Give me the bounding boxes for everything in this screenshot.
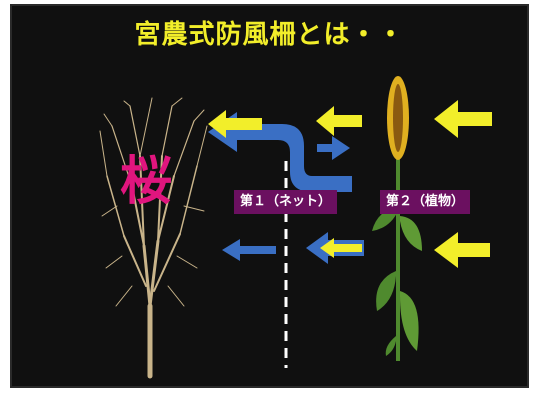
yellow-arrow-top-middle	[316, 106, 362, 136]
sakura-tree	[99, 97, 208, 379]
diagram-canvas	[99, 76, 492, 379]
yellow-arrow-bottom-right	[434, 232, 490, 268]
yellow-arrow-top-right	[434, 100, 492, 138]
plant-label: 第２（植物）	[380, 190, 471, 214]
net-label: 第１（ネット）	[234, 190, 338, 214]
sunflower-plant	[372, 76, 422, 361]
slide-title: 宮農式防風柵とは・・	[134, 20, 405, 50]
blue-deflection-arrow	[208, 112, 352, 192]
blue-arrow-bottom-left	[222, 239, 276, 261]
slide-frame: 宮農式防風柵とは・・ 桜 第１（ネット） 第２（植物）	[10, 4, 529, 388]
yellow-arrow-top-left	[208, 110, 262, 138]
yellow-arrow-bottom-middle	[320, 238, 362, 258]
tree-label: 桜	[120, 152, 173, 212]
